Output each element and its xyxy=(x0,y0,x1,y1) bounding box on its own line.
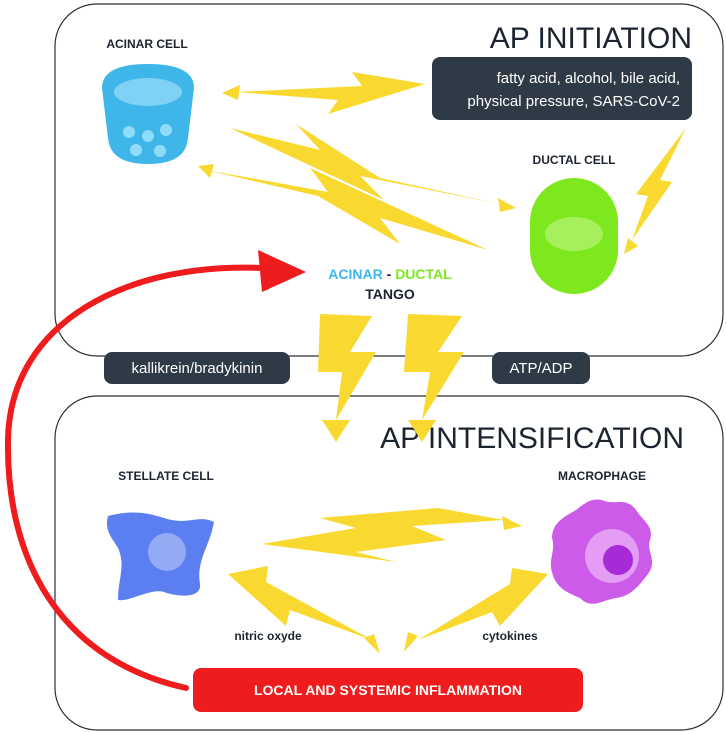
tango-acinar: ACINAR xyxy=(328,266,382,282)
arrowhead-inflammation-left xyxy=(364,634,380,654)
tango-ductal: DUCTAL xyxy=(395,266,452,282)
bolt-triggers-to-ductal xyxy=(632,128,686,240)
acinar-cell-icon xyxy=(102,64,194,164)
ductal-cell-icon xyxy=(530,178,618,294)
arrowhead-down-right xyxy=(408,420,436,442)
bolt-ductal-to-acinar xyxy=(206,168,488,250)
macrophage-icon xyxy=(550,499,653,604)
arrowhead-macrophage xyxy=(502,516,522,530)
bolt-stellate-to-inflammation xyxy=(228,566,372,640)
initiation-title: AP INITIATION xyxy=(490,22,692,55)
triggers-box xyxy=(432,57,692,120)
kallikrein-label: kallikrein/bradykinin xyxy=(132,360,263,377)
tango-label: TANGO xyxy=(365,286,415,302)
bolt-stellate-to-macrophage xyxy=(262,508,504,562)
acinar-cell-label: ACINAR CELL xyxy=(106,37,187,51)
ductal-cell-label: DUCTAL CELL xyxy=(533,153,616,167)
feedback-arrowhead xyxy=(258,250,306,292)
arrowhead-to-ductal xyxy=(624,238,638,254)
feedback-arrow xyxy=(4,264,265,691)
triggers-line-2: physical pressure, SARS-CoV-2 xyxy=(467,93,680,110)
inflammation-box xyxy=(193,668,583,712)
inflammation-label: LOCAL AND SYSTEMIC INFLAMMATION xyxy=(254,682,522,698)
arrowhead-acinar xyxy=(198,164,214,178)
arrowhead-inflammation-right xyxy=(404,632,418,652)
bolt-macrophage-to-inflammation xyxy=(418,568,548,640)
bolt-acinar-to-ductal xyxy=(230,124,500,204)
arrowhead-to-acinar xyxy=(222,85,240,100)
tango-dash: - xyxy=(383,266,395,282)
atp-box xyxy=(492,352,590,384)
tango-title: ACINAR - DUCTAL xyxy=(328,266,452,282)
arrowhead-down-left xyxy=(322,420,350,442)
bolt-down-left xyxy=(318,314,376,420)
arrowhead-ductal xyxy=(498,198,516,212)
cytokines-label: cytokines xyxy=(482,629,538,643)
kallikrein-box xyxy=(104,352,290,384)
macrophage-label: MACROPHAGE xyxy=(558,469,646,483)
bolt-down-right xyxy=(404,314,464,420)
stellate-cell-icon xyxy=(106,512,214,601)
nitric-oxyde-label: nitric oxyde xyxy=(234,629,302,643)
bolt-triggers-to-acinar xyxy=(236,72,425,114)
atp-label: ATP/ADP xyxy=(509,360,572,377)
intensification-panel xyxy=(54,395,724,731)
triggers-line-1: fatty acid, alcohol, bile acid, xyxy=(497,70,680,87)
stellate-cell-label: STELLATE CELL xyxy=(118,469,214,483)
